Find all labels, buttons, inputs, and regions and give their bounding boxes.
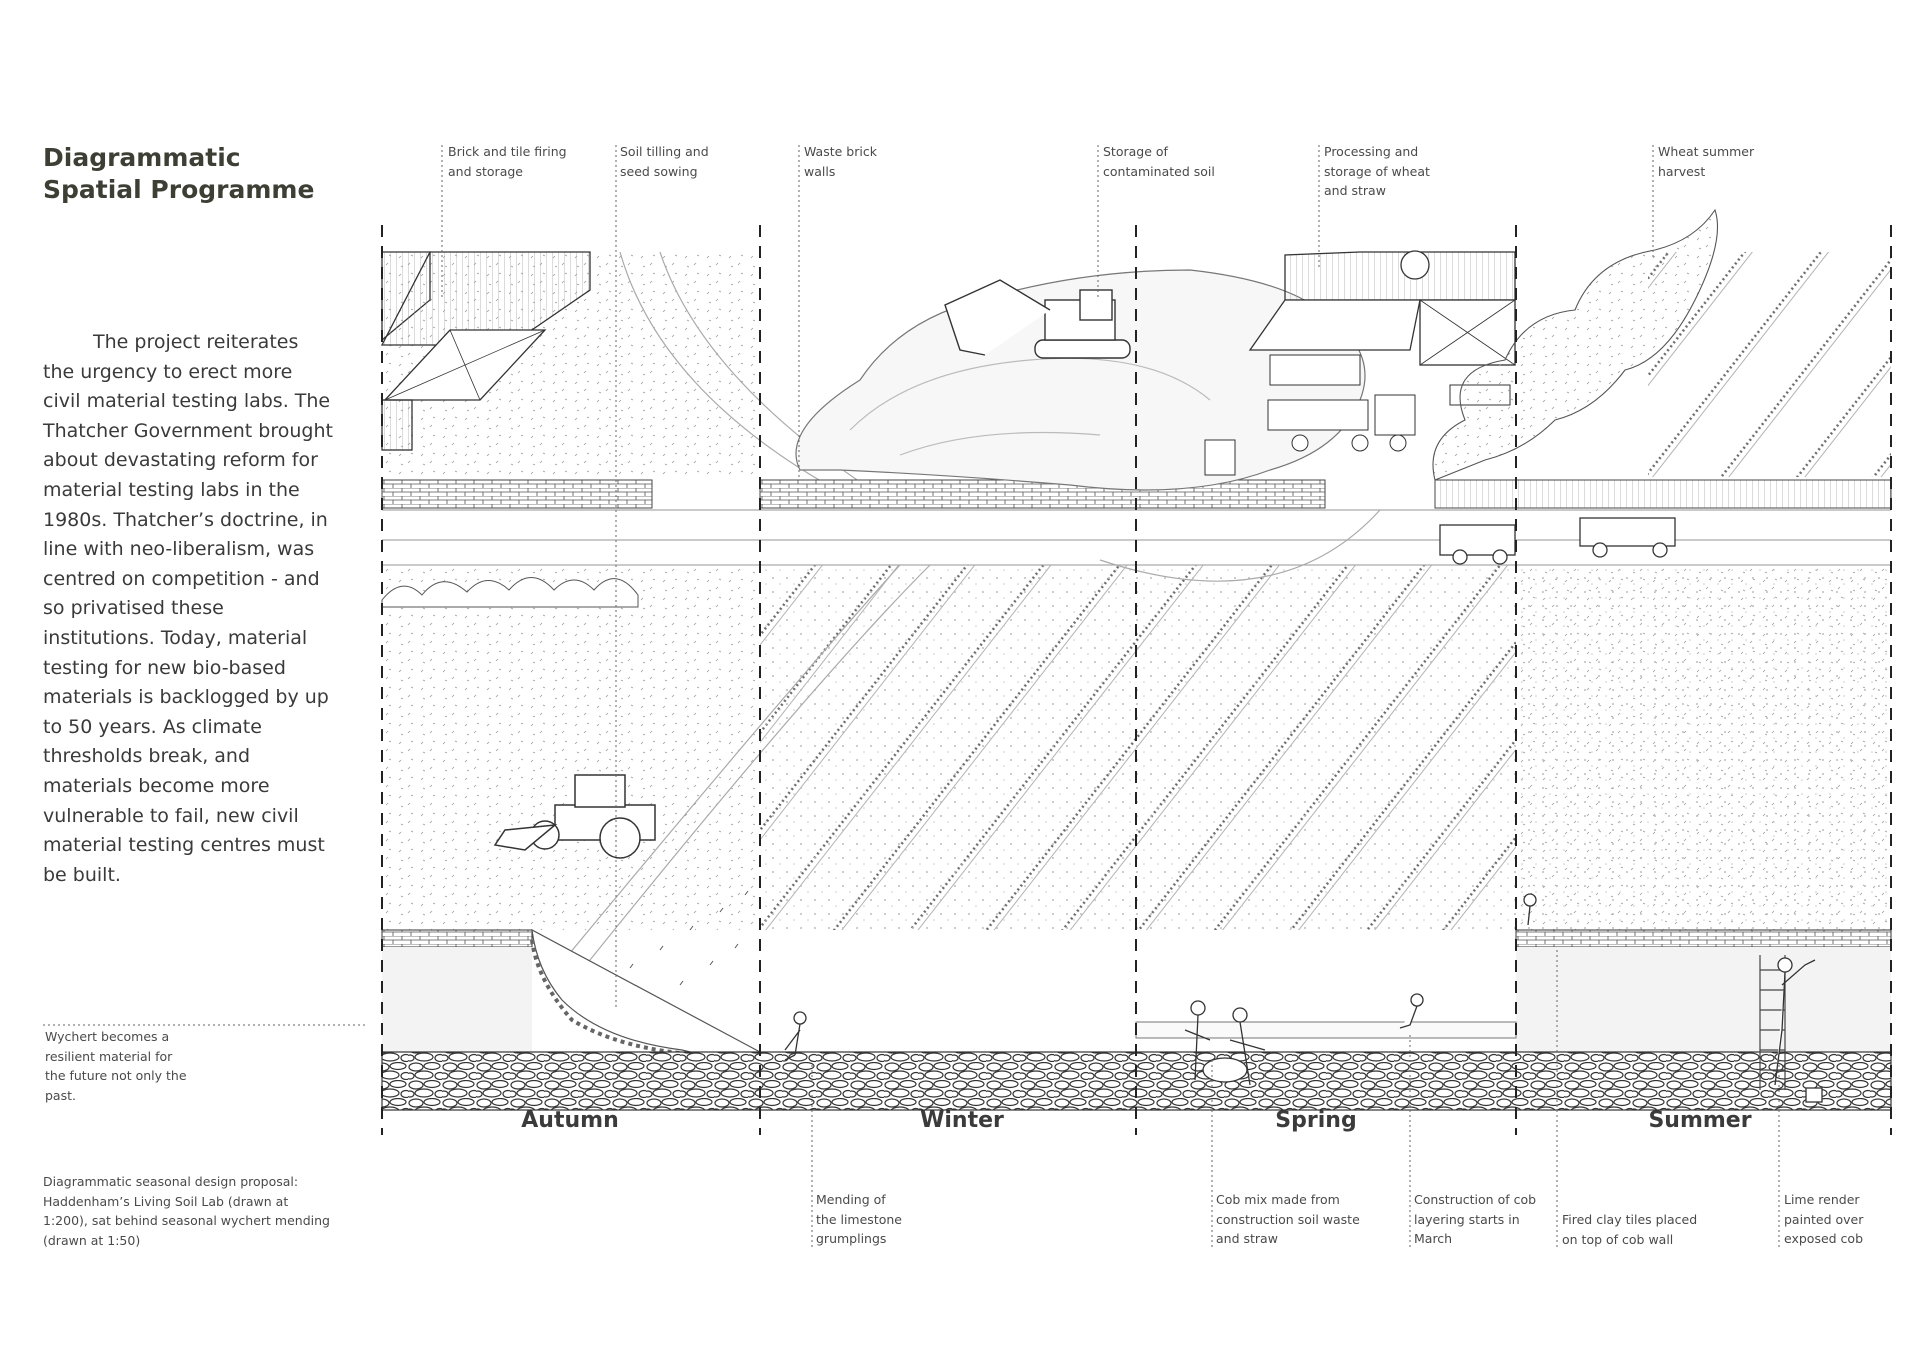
leader-lines bbox=[43, 145, 1780, 1250]
field-backgrounds bbox=[381, 252, 1891, 930]
pickup-truck bbox=[1439, 517, 1676, 565]
diagram-title: Diagrammatic Spatial Programme bbox=[43, 142, 314, 206]
wychert-wall-section bbox=[381, 928, 1892, 1111]
title-line-2: Spatial Programme bbox=[43, 175, 315, 204]
season-spring: Spring bbox=[1275, 1108, 1357, 1133]
season-dividers bbox=[381, 225, 1892, 1135]
intro-paragraph: The project reiterates the urgency to er… bbox=[43, 328, 333, 890]
brick-wall-mid bbox=[759, 479, 1326, 509]
figure-caption: Diagrammatic seasonal design proposal: H… bbox=[43, 1174, 330, 1248]
side-note: Wychert becomes a resilient material for… bbox=[45, 1029, 187, 1103]
tree-canopy bbox=[1432, 208, 1718, 481]
intro-text: The project reiterates the urgency to er… bbox=[43, 331, 333, 886]
season-winter: Winter bbox=[920, 1108, 1004, 1133]
excavator bbox=[944, 279, 1131, 359]
workers bbox=[784, 893, 1823, 1103]
title-line-1: Diagrammatic bbox=[43, 143, 241, 172]
season-autumn: Autumn bbox=[521, 1108, 619, 1133]
season-summer: Summer bbox=[1648, 1108, 1752, 1133]
kiln-building bbox=[380, 251, 591, 451]
brick-wall-left bbox=[381, 479, 653, 509]
wheel-loader bbox=[493, 774, 656, 859]
fence-right bbox=[1434, 479, 1892, 509]
